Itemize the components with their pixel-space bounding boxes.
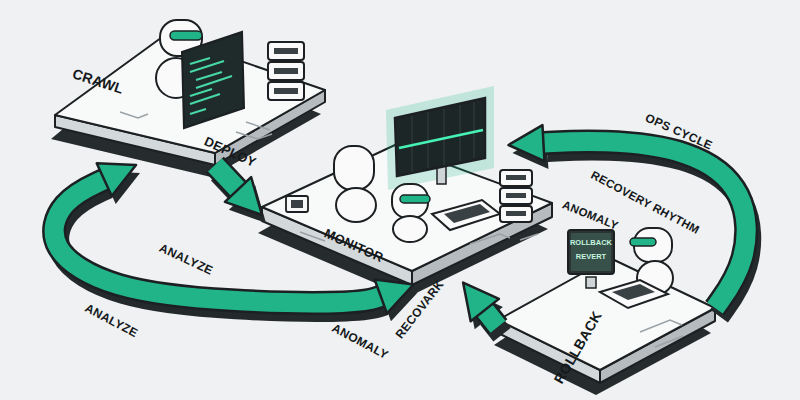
node-label: DEPLOY <box>202 134 259 170</box>
keyboard-keys <box>612 284 655 300</box>
screen-stand <box>437 160 446 184</box>
robot-body <box>156 58 196 98</box>
server-unit <box>500 206 532 222</box>
screen-outline <box>568 230 614 274</box>
platform-shadow <box>494 270 711 395</box>
connector-outline <box>485 310 498 327</box>
server-unit <box>268 82 304 100</box>
screen-text: REVERT <box>568 252 614 261</box>
computer-desk <box>600 280 668 308</box>
screen-stand <box>586 277 596 288</box>
server-unit <box>500 188 532 204</box>
screen-frame <box>568 230 614 274</box>
code-screen <box>182 32 244 128</box>
server-slot <box>274 48 298 54</box>
signal-line <box>399 130 483 148</box>
server-slot <box>274 88 298 94</box>
robot-visor <box>400 195 430 203</box>
server-unit <box>500 170 532 186</box>
platform-top <box>262 145 552 271</box>
flow-arrow <box>54 180 381 303</box>
cycle-label: RECOVARK <box>392 277 446 341</box>
platform-node: ROLLBACKROLLBACKREVERT <box>498 258 715 383</box>
circuit-trace <box>120 112 272 139</box>
platform-side <box>262 207 412 285</box>
connector-group <box>215 165 242 197</box>
circuit-trace <box>300 232 538 244</box>
server-slot <box>506 211 526 216</box>
robot-visor <box>630 238 656 246</box>
platform-side <box>55 115 215 165</box>
platform-outline <box>55 35 325 165</box>
platform-outline <box>262 145 552 285</box>
flow-arrow <box>485 310 498 327</box>
screen-node: ROLLBACK REVERT <box>568 230 614 274</box>
connector-group <box>485 310 502 335</box>
chip-core <box>291 200 303 208</box>
server-slot <box>274 68 298 74</box>
server-unit <box>268 42 304 60</box>
connector-shadow <box>219 173 242 197</box>
screen-text: ROLLBACK <box>568 238 614 247</box>
cycle-label: ANOMALY <box>330 321 391 362</box>
robot-head <box>160 20 202 56</box>
robot-head <box>334 146 374 190</box>
platform-shadow <box>258 157 548 297</box>
robot-visor <box>170 31 202 40</box>
robot-head <box>392 184 428 218</box>
edge-label: RECOVERY RHYTHM <box>589 169 701 236</box>
connector-group <box>54 180 385 311</box>
server-slot <box>506 175 526 180</box>
keyboard-keys <box>444 204 490 223</box>
platform-side <box>600 308 715 383</box>
connector-shadow <box>489 318 502 335</box>
cycle-label: ANALYZE <box>83 301 140 340</box>
screen-glow <box>386 86 494 190</box>
server-slot <box>506 193 526 198</box>
cycle-label: OPS CYCLE <box>643 111 715 153</box>
platform-shadow <box>51 47 321 177</box>
platform-node: MONITOR <box>262 145 552 285</box>
screen-grid <box>412 102 474 172</box>
node-label: CRAWL <box>71 65 126 97</box>
cycle-label: ANOMALY <box>561 198 620 231</box>
code-lines <box>190 58 232 114</box>
flow-arrow <box>543 142 746 308</box>
edge-label: ANALYZE <box>157 241 215 278</box>
platform-top <box>498 258 715 370</box>
connector-shadow <box>547 150 750 316</box>
keyboard-desk <box>432 200 500 230</box>
platform-outline <box>498 258 715 383</box>
robot-body <box>336 188 376 222</box>
platform-side <box>215 90 325 165</box>
monitor-screen <box>395 98 485 176</box>
node-label: MONITOR <box>322 226 386 265</box>
robot-body <box>393 216 427 242</box>
node-label: ROLLBACK <box>551 318 600 387</box>
connector-outline <box>543 142 746 308</box>
circuit-trace <box>640 320 683 347</box>
connector-outline <box>54 180 381 303</box>
server-unit <box>268 62 304 80</box>
connector-shadow <box>58 188 385 311</box>
connector-group <box>543 142 750 316</box>
screen-face <box>571 233 611 271</box>
connector-outline <box>215 165 238 189</box>
platform-side <box>498 320 600 383</box>
platform-top <box>55 35 325 153</box>
robot-head <box>634 228 672 262</box>
flow-arrow <box>215 165 238 189</box>
robot-body <box>637 261 673 295</box>
platform-side <box>412 203 552 285</box>
platform-node: CRAWLDEPLOY <box>55 35 325 165</box>
chip <box>286 196 308 212</box>
